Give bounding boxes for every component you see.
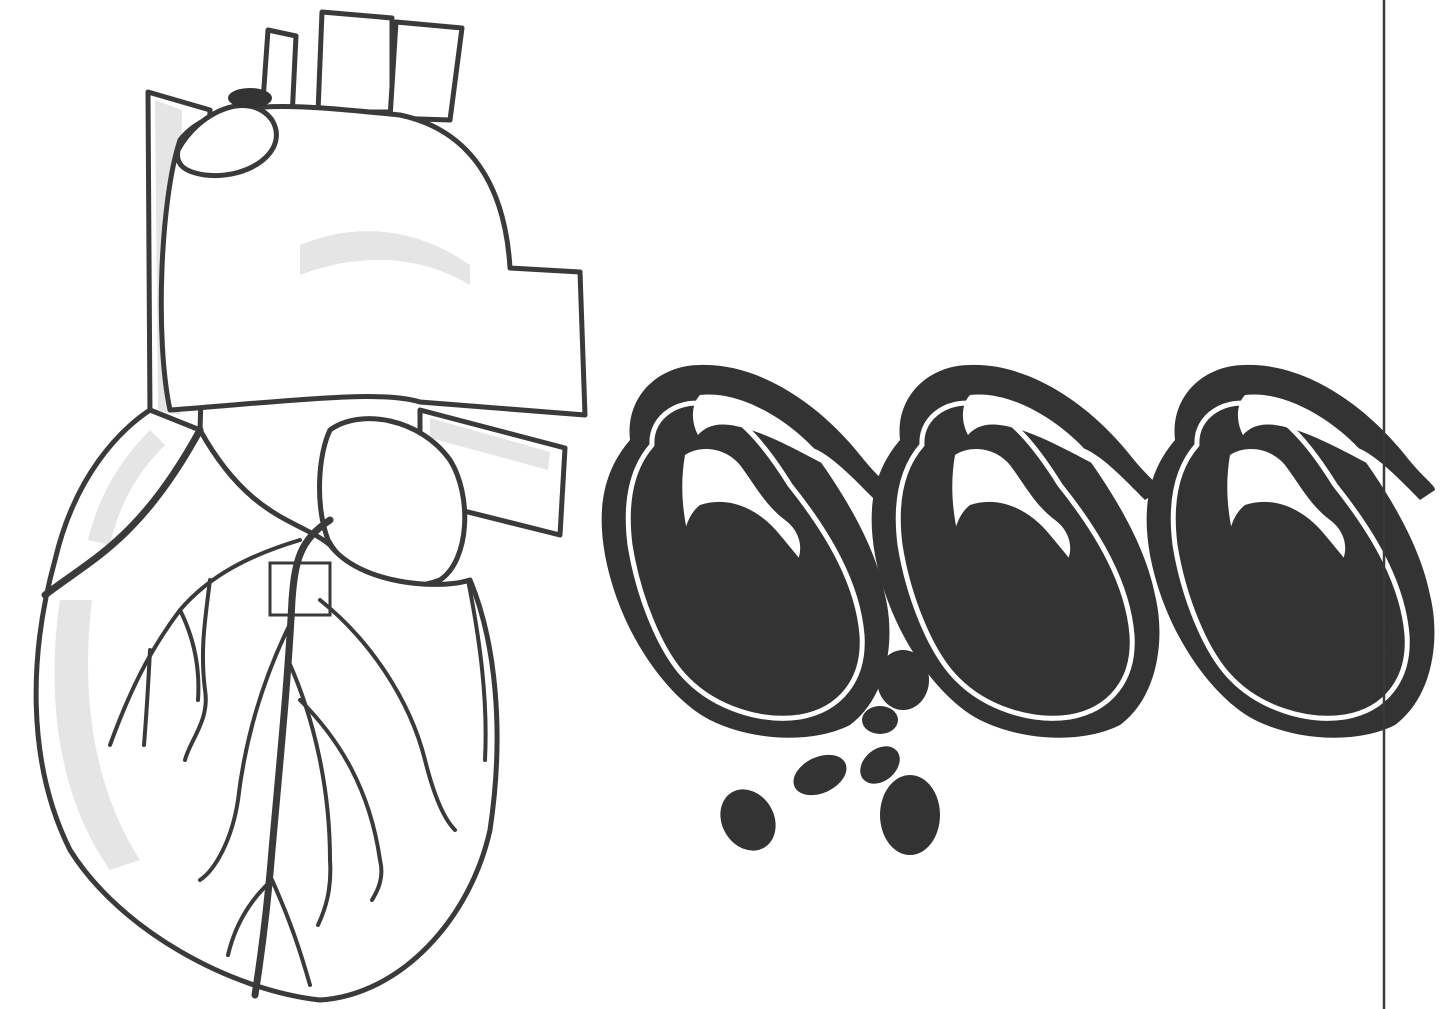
aortic-branch-3: [390, 22, 462, 120]
artery-section-3: [1147, 365, 1435, 738]
heart-drawing: [36, 12, 585, 1000]
artery-section-1: [602, 365, 890, 738]
aortic-branch-2: [318, 12, 392, 112]
